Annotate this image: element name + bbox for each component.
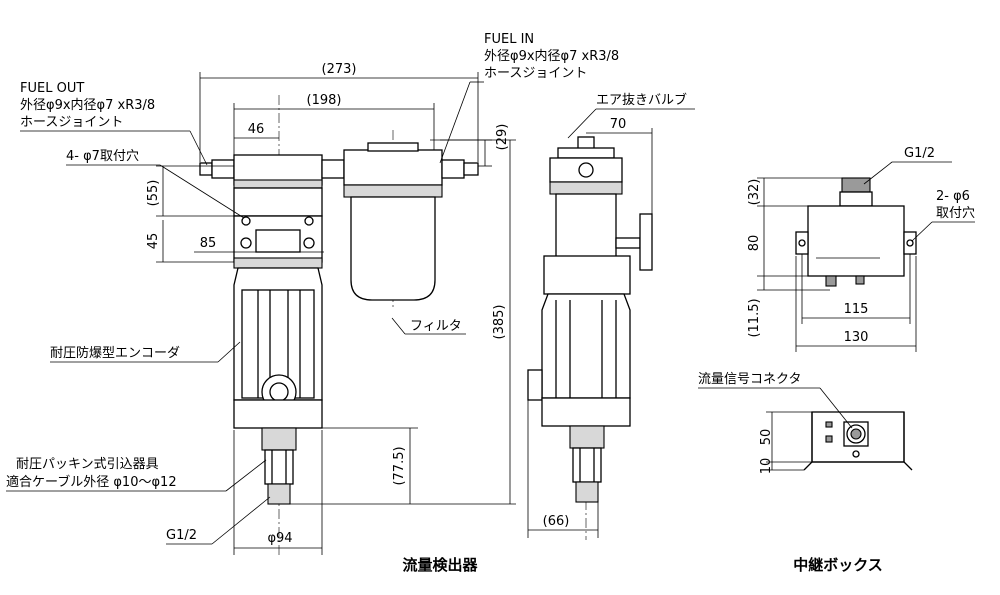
dim-80: 80 xyxy=(747,235,762,252)
label-encoder: 耐圧防爆型エンコーダ xyxy=(50,345,180,361)
label-air-valve: エア抜きバルブ xyxy=(596,92,687,108)
side-view-dimensions: 70 (66) xyxy=(527,117,653,538)
front-view-callouts: FUEL OUT 外径φ9x内径φ7 xR3/8 ホースジョイント FUEL I… xyxy=(6,32,619,545)
dim-85: 85 xyxy=(200,236,217,251)
label-filter: フィルタ xyxy=(410,319,462,334)
label-gland-cable: 適合ケーブル外径 φ10〜φ12 xyxy=(6,474,177,490)
relay-box-dimensions: (32) 80 (11.5) 115 130 xyxy=(747,177,917,352)
label-g12-flow: G1/2 xyxy=(166,528,197,543)
dim-32: (32) xyxy=(747,179,762,206)
label-signal-connector: 流量信号コネクタ xyxy=(698,372,801,387)
label-fuel-out: FUEL OUT xyxy=(20,81,84,96)
dim-198: (198) xyxy=(307,93,342,108)
relay-box-view xyxy=(795,177,917,287)
caption-relay-box: 中継ボックス xyxy=(793,556,883,574)
dim-10: 10 xyxy=(759,458,774,475)
dim-77-5: (77.5) xyxy=(392,446,407,485)
front-view-dimensions: (273) (198) 46 (29) (55) 45 85 (385) ( xyxy=(146,62,516,555)
label-fuel-out-joint: ホースジョイント xyxy=(20,115,123,130)
label-g12-box: G1/2 xyxy=(904,146,935,161)
dim-70: 70 xyxy=(610,117,627,132)
label-fuel-in: FUEL IN xyxy=(484,32,534,47)
dim-115: 115 xyxy=(844,302,869,317)
caption-flow-detector: 流量検出器 xyxy=(402,556,478,574)
label-fuel-in-joint: ホースジョイント xyxy=(484,66,587,81)
dim-55: (55) xyxy=(146,180,161,207)
label-box-mount-holes: 2- φ6 xyxy=(936,189,970,204)
dim-45: 45 xyxy=(146,233,161,250)
flow-detector-side-view xyxy=(527,136,653,540)
relay-box-side-view xyxy=(803,411,913,471)
dim-46: 46 xyxy=(248,122,265,137)
label-gland: 耐圧パッキン式引込器具 xyxy=(16,457,159,472)
dim-50: 50 xyxy=(759,429,774,446)
label-box-mount-holes-2: 取付穴 xyxy=(936,206,975,221)
dim-66: (66) xyxy=(543,514,570,529)
relay-box-side-callouts: 流量信号コネクタ xyxy=(698,372,853,429)
label-fuel-out-spec: 外径φ9x内径φ7 xR3/8 xyxy=(20,97,155,113)
dim-11-5: (11.5) xyxy=(747,298,762,337)
relay-box-side-dimensions: 50 10 xyxy=(759,411,812,475)
dim-29: (29) xyxy=(495,124,510,151)
dim-phi94: φ94 xyxy=(267,531,292,546)
flow-detector-front-view xyxy=(199,95,479,555)
label-fuel-in-spec: 外径φ9x内径φ7 xR3/8 xyxy=(484,48,619,64)
dim-385: (385) xyxy=(492,305,507,340)
dim-130: 130 xyxy=(844,330,869,345)
dim-273: (273) xyxy=(322,62,357,77)
label-mount-holes: 4- φ7取付穴 xyxy=(66,149,139,164)
side-view-callouts: エア抜きバルブ xyxy=(567,92,695,139)
relay-box-callouts: G1/2 2- φ6 取付穴 xyxy=(863,146,975,242)
